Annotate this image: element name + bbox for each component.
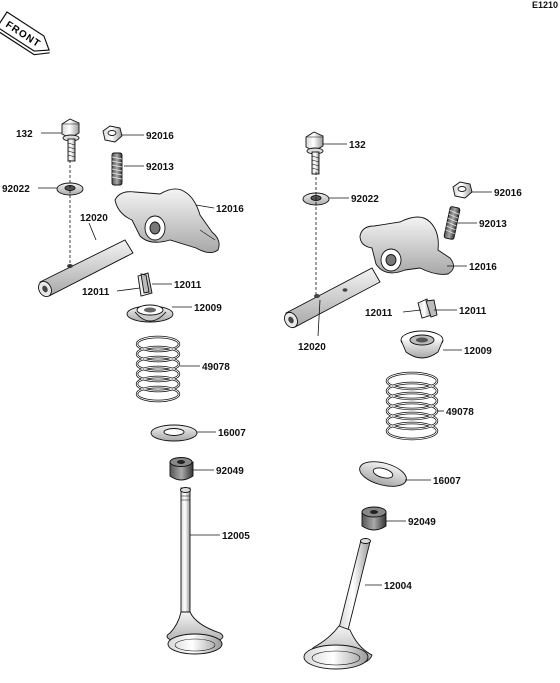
rocker-shaft-right (284, 267, 381, 329)
callout-adjuster-screw-right: 92013 (479, 219, 507, 230)
adjuster-screw-right (443, 206, 461, 240)
keepers-left (137, 272, 153, 297)
valve-spring-right (385, 371, 439, 441)
valve-left (166, 487, 224, 655)
adjuster-screw-left (111, 152, 123, 186)
nut-right (452, 181, 473, 199)
callout-nut-left: 92016 (146, 131, 174, 142)
washer-left (56, 182, 84, 196)
retainer-right (400, 330, 444, 359)
callout-rocker-arm-right: 12016 (469, 262, 497, 273)
callout-stem-seal-left: 92049 (216, 466, 244, 477)
callout-valve-left: 12005 (222, 531, 250, 542)
leader-lines (38, 132, 492, 586)
callout-rocker-shaft-left: 12020 (80, 213, 108, 224)
callout-valve-right: 12004 (384, 581, 412, 592)
callout-retainer-left: 12009 (194, 303, 222, 314)
callout-washer-left: 92022 (2, 184, 30, 195)
callout-rocker-shaft-right: 12020 (298, 342, 326, 353)
rocker-shaft-left (38, 239, 134, 298)
callout-valve-spring-right: 49078 (446, 407, 474, 418)
callout-keeper-right-b: 12011 (459, 306, 487, 317)
stem-seal-right (361, 506, 387, 531)
callout-spring-seat-right: 16007 (433, 476, 461, 487)
callout-washer-right: 92022 (351, 194, 379, 205)
callout-bolt-right: 132 (349, 140, 366, 151)
nut-left (102, 125, 123, 143)
callout-retainer-right: 12009 (464, 346, 492, 357)
retainer-left (126, 304, 174, 323)
bolt-right (305, 131, 324, 175)
callout-stem-seal-right: 92049 (408, 517, 436, 528)
callout-keeper-left-b: 12011 (82, 287, 110, 298)
callout-rocker-arm-left: 12016 (216, 204, 244, 215)
bolt-left (61, 118, 80, 162)
spring-seat-left (150, 424, 198, 442)
callout-adjuster-screw-left: 92013 (146, 162, 174, 173)
rocker-arm-left (114, 188, 220, 253)
spring-seat-right (359, 461, 407, 487)
front-direction-arrow: FRONT (0, 11, 50, 56)
callout-valve-spring-left: 49078 (202, 362, 230, 373)
diagram-code: E1210 (532, 0, 558, 10)
callout-keeper-right-a: 12011 (365, 308, 393, 319)
callout-keeper-left-a: 12011 (174, 280, 202, 291)
keepers-right (417, 298, 438, 319)
valve-spring-left (135, 335, 181, 403)
callout-nut-right: 92016 (494, 188, 522, 199)
stem-seal-left (169, 457, 194, 481)
rocker-arm-right (359, 216, 454, 275)
callout-labels: 132 92016 92013 92022 12020 12016 12011 … (2, 129, 522, 592)
callout-bolt-left: 132 (16, 129, 33, 140)
callout-spring-seat-left: 16007 (218, 428, 246, 439)
valve-right (303, 538, 373, 670)
